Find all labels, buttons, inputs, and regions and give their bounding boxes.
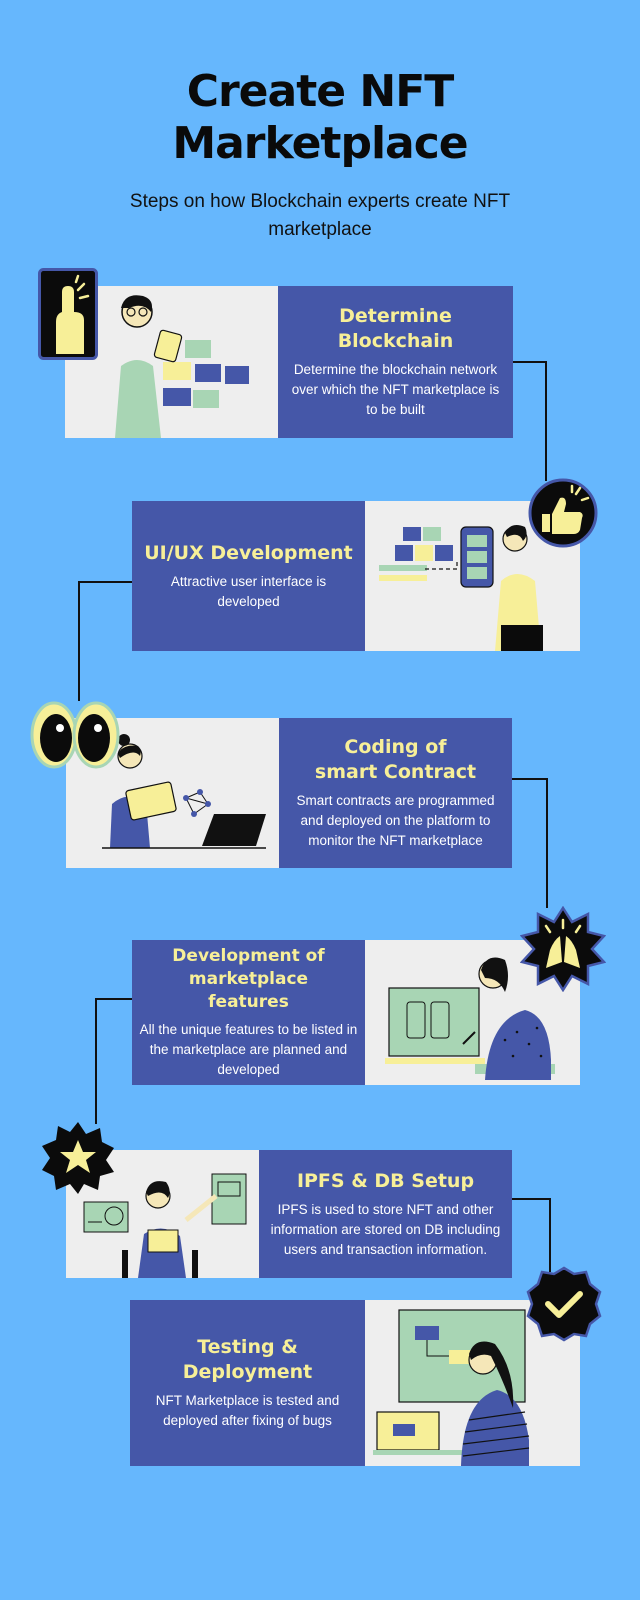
connector-line [546, 778, 548, 908]
thumbs-up-icon [528, 478, 598, 548]
illustration-panel [65, 286, 278, 438]
page-title: Create NFT Marketplace [0, 66, 640, 170]
star-icon [42, 1122, 114, 1194]
step-card-determine-blockchain: Determine Blockchain Determine the block… [65, 286, 513, 438]
checkmark-badge [526, 1266, 602, 1342]
step-description: IPFS is used to store NFT and other info… [270, 1201, 501, 1257]
thumbs-up-badge [528, 478, 598, 548]
tester-with-laptop-illustration [373, 1309, 530, 1466]
step-text-panel: Testing & Deployment NFT Marketplace is … [130, 1300, 365, 1466]
title-line-2: Marketplace [172, 118, 468, 169]
step-text-panel: IPFS & DB Setup IPFS is used to store NF… [259, 1150, 512, 1278]
step-title: Development of marketplace features [172, 946, 325, 1012]
connector-line [78, 581, 132, 583]
eyes-badge [30, 700, 120, 770]
connector-line [95, 998, 97, 1124]
step-text-panel: Development of marketplace features All … [132, 940, 365, 1085]
step-description: Attractive user interface is developed [170, 573, 327, 609]
step-description: NFT Marketplace is tested and deployed a… [155, 1393, 340, 1428]
connector-line [512, 778, 548, 780]
praying-hands-badge [520, 906, 606, 992]
step-card-smart-contract: Coding of smart Contract Smart contracts… [66, 718, 512, 868]
step-title: Determine Blockchain [337, 305, 454, 352]
eyes-icon [30, 701, 120, 769]
connector-line [549, 1198, 551, 1272]
developer-with-laptop-illustration [102, 734, 266, 849]
title-line-1: Create NFT [186, 66, 455, 117]
step-description: Determine the blockchain network over wh… [291, 362, 500, 417]
step-title: Testing & Deployment [182, 1336, 313, 1383]
step-title: UI/UX Development [144, 541, 353, 564]
person-with-tablet-illustration [115, 295, 249, 438]
step-description: All the unique features to be listed in … [139, 1022, 358, 1077]
analyst-with-dashboards-illustration [83, 1173, 247, 1278]
pointing-hand-badge [38, 268, 98, 360]
illustration-panel [66, 1150, 259, 1278]
connector-line [545, 361, 547, 481]
checkmark-icon [526, 1266, 602, 1342]
step-card-ipfs-db-setup: IPFS & DB Setup IPFS is used to store NF… [66, 1150, 512, 1278]
connector-line [512, 1198, 550, 1200]
connector-line [78, 581, 80, 701]
step-card-ui-ux-development: UI/UX Development Attractive user interf… [132, 501, 580, 651]
step-title: IPFS & DB Setup [296, 1169, 475, 1192]
pointing-hand-icon [38, 268, 98, 360]
step-text-panel: Determine Blockchain Determine the block… [278, 286, 513, 438]
step-text-panel: UI/UX Development Attractive user interf… [132, 501, 365, 651]
star-badge [40, 1120, 116, 1196]
step-title: Coding of smart Contract [314, 736, 477, 783]
ui-designer-illustration [379, 525, 543, 651]
step-card-marketplace-features: Development of marketplace features All … [132, 940, 580, 1085]
step-description: Smart contracts are programmed and deplo… [296, 793, 495, 848]
step-text-panel: Coding of smart Contract Smart contracts… [279, 718, 512, 868]
step-card-testing-deployment: Testing & Deployment NFT Marketplace is … [130, 1300, 580, 1466]
connector-line [512, 361, 546, 363]
page-subtitle: Steps on how Blockchain experts create N… [129, 191, 511, 240]
praying-hands-icon [520, 906, 606, 992]
connector-line [95, 998, 133, 1000]
designer-at-monitor-illustration [385, 957, 555, 1080]
